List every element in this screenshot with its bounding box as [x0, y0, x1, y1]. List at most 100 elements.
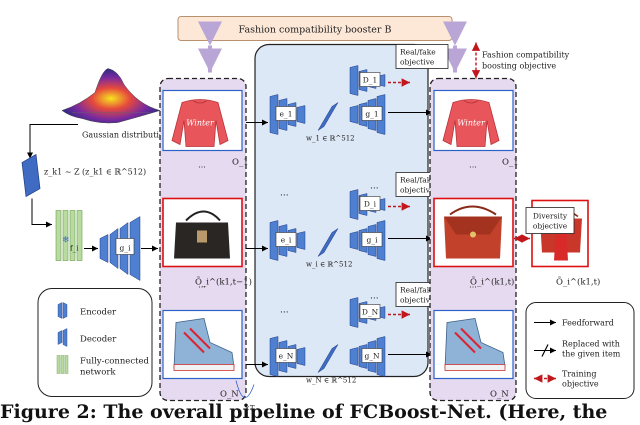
booster-arrows [198, 21, 467, 73]
encoder-0-block-0 [269, 94, 279, 135]
output-column: Winter ... ... O_1 Õ_i^(k1,t) O_N [429, 77, 519, 402]
encoder-label-box-1 [275, 232, 297, 247]
booster-label: Fashion compatibility booster B [239, 25, 392, 36]
decoder-gi-label: g_i [120, 244, 132, 253]
compat-objective-label: Fashion compatibility boosting objective [482, 51, 570, 71]
network-rows: e_1w_1 ∈ ℝ^512g_1D_1Real/fakeobjectivee_… [246, 44, 449, 385]
svg-text:boosting objective: boosting objective [482, 62, 556, 71]
decoder-0-block-0 [349, 105, 359, 124]
input-column: Winter ... ... O_1 Õ_i^(k1,t−1) O_N [159, 77, 252, 402]
realfake-label-0: Real/fake [400, 48, 436, 57]
gaussian-distribution: Gaussian distribution Z [61, 68, 177, 140]
net-ellipsis-3: ... [370, 182, 379, 192]
svg-text:Fashion compatibility: Fashion compatibility [482, 51, 570, 60]
network-panel [254, 43, 429, 378]
svg-text:the given item: the given item [562, 350, 621, 359]
svg-text:Winter: Winter [186, 119, 215, 128]
legend-encoder-label: Encoder [80, 308, 117, 318]
decoder-gi-icon: g_i [99, 216, 141, 281]
decoder-1-block-0 [349, 231, 359, 250]
latent-w-icon-2 [317, 344, 339, 373]
input-label-3: O_N [220, 390, 239, 400]
decoder-label-box-2 [361, 348, 383, 363]
black-bag-image [174, 210, 230, 259]
realfake-label-1: Real/fake [400, 176, 436, 185]
discriminator-label-box-2 [359, 304, 381, 319]
output-ellipsis-1: ... [469, 161, 477, 170]
svg-text:Training: Training [562, 370, 596, 379]
legend-fc-label-2: network [80, 368, 116, 378]
fully-connected-network-icon: ❄ f_i [55, 210, 83, 261]
output-label-1: O_1 [502, 158, 519, 168]
encoder-1-block-0 [269, 220, 279, 261]
loop-curve [235, 380, 255, 398]
weight-label-0: w_1 ∈ ℝ^512 [306, 135, 355, 143]
output-label-3: O_N [490, 390, 509, 400]
weight-label-2: w_N ∈ ℝ^512 [306, 377, 356, 385]
realfake-sub-2: objective [400, 296, 435, 305]
discriminator-label-box-0 [359, 72, 381, 87]
net-ellipsis-2: ... [280, 306, 289, 316]
generated-bag-image [444, 205, 502, 259]
sneaker-image [173, 318, 235, 371]
latent-vector-icon [21, 153, 41, 198]
diversity-sample-label: Õ_i^(k1,t) [556, 276, 600, 288]
output-sweater-image: Winter [442, 99, 500, 147]
decoder-label-1: g_i [367, 236, 379, 245]
gaussian-label: Gaussian distribution Z [82, 131, 177, 140]
decoder-2-block-0 [349, 347, 359, 366]
latent-label: z_k1 ~ Z (z_k1 ∈ ℝ^512) [44, 168, 146, 177]
figure-caption: Figure 2: The overall pipeline of FCBoos… [0, 401, 608, 423]
encoder-2-block-3 [296, 347, 306, 366]
svg-text:❄: ❄ [62, 236, 70, 246]
legend-feedforward-label: Feedforward [562, 319, 614, 328]
net-ellipsis-4: ... [370, 292, 379, 302]
realfake-box-0 [395, 44, 449, 69]
discriminator-2-block-0 [349, 297, 359, 328]
realfake-label-2: Real/fake [400, 286, 436, 295]
latent-w-icon-1 [317, 228, 339, 257]
encoder-2-block-0 [269, 336, 279, 377]
legend-left: Encoder Decoder Fully-connected network [37, 288, 153, 397]
discriminator-label-1: D_i [364, 200, 377, 209]
net-ellipsis-1: ... [280, 189, 289, 199]
legend-encoder-icon [57, 302, 68, 319]
legend-decoder-icon [57, 328, 68, 347]
diversity-objective-label: Diversity objective [525, 207, 575, 234]
svg-text:Diversity: Diversity [533, 212, 568, 221]
legend-right: Feedforward Replaced with the given item… [525, 302, 635, 399]
encoder-label-box-0 [275, 106, 297, 121]
fashion-compatibility-booster: Fashion compatibility booster B [177, 16, 453, 41]
discriminator-label-2: D_N [362, 308, 379, 317]
encoder-0-block-3 [296, 105, 306, 124]
encoder-label-2: e_N [279, 352, 294, 361]
latent-w-icon-0 [317, 102, 339, 131]
svg-text:Replaced with: Replaced with [562, 340, 620, 349]
output-sneaker-image [444, 318, 506, 371]
svg-text:objective: objective [533, 222, 568, 231]
discriminator-0-block-0 [349, 65, 359, 96]
svg-text:objective: objective [562, 380, 599, 389]
output-label-2: Õ_i^(k1,t) [470, 276, 514, 288]
latent-arrow [31, 198, 52, 228]
decoder-label-box-1 [361, 232, 383, 247]
legend-fc-icon [56, 355, 69, 374]
encoder-label-1: e_i [281, 236, 292, 245]
loop-label: ×T [244, 405, 255, 413]
discriminator-label-box-1 [359, 196, 381, 211]
input-ellipsis-1: ... [198, 161, 206, 170]
encoder-label-0: e_1 [280, 110, 293, 119]
input-ellipsis-2: ... [198, 281, 206, 290]
realfake-sub-0: objective [400, 58, 435, 67]
realfake-sub-1: objective [400, 186, 435, 195]
weight-label-1: w_i ∈ ℝ^512 [306, 261, 352, 269]
encoder-label-box-2 [275, 348, 297, 363]
fc-label: f_i [70, 245, 79, 253]
decoder-label-0: g_1 [365, 110, 378, 119]
legend-fc-label-1: Fully-connected [80, 357, 150, 367]
encoder-1-block-3 [296, 231, 306, 250]
svg-text:Winter: Winter [457, 119, 486, 128]
discriminator-label-0: D_1 [363, 76, 378, 85]
input-label-1: O_1 [232, 158, 249, 168]
